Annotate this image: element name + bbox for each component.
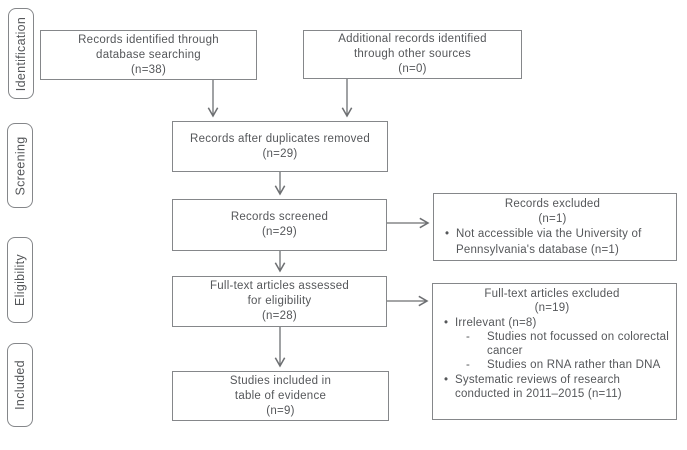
stage-label-text: Eligibility xyxy=(13,254,27,306)
bullet-marker: • xyxy=(444,373,449,386)
stage-label-eligibility: Eligibility xyxy=(7,237,33,323)
stage-label-identification: Identification xyxy=(8,8,34,99)
bullet-text: Systematic reviews of research conducted… xyxy=(455,373,622,401)
box-records-screened: Records screened (n=29) xyxy=(172,199,387,251)
dash-marker: - xyxy=(466,330,471,343)
fulltext-excluded-item: • Systematic reviews of research conduct… xyxy=(433,373,671,402)
records-excluded-title: Records excluded (n=1) xyxy=(504,198,601,226)
stage-label-text: Included xyxy=(13,360,28,410)
stage-label-screening: Screening xyxy=(7,123,33,208)
bullet-text: Not accessible via the University of Pen… xyxy=(456,228,642,256)
box-records-identified: Records identified through database sear… xyxy=(40,30,257,80)
stage-label-text: Screening xyxy=(13,136,27,195)
bullet-marker: • xyxy=(445,228,450,241)
fulltext-excluded-subitem: - Studies not focussed on colorectal can… xyxy=(433,330,671,359)
bullet-text: Studies on RNA rather than DNA xyxy=(487,359,661,372)
box-fulltext-assessed: Full-text articles assessed for eligibil… xyxy=(172,276,387,327)
bullet-text: Irrelevant (n=8) xyxy=(455,316,537,329)
fulltext-excluded-subitem: - Studies on RNA rather than DNA xyxy=(433,358,671,372)
box-records-excluded: Records excluded (n=1) • Not accessible … xyxy=(433,193,677,261)
stage-label-text: Identification xyxy=(14,16,29,91)
box-additional-records: Additional records identified through ot… xyxy=(303,30,522,79)
box-studies-included: Studies included in table of evidence (n… xyxy=(172,371,389,421)
bullet-marker: • xyxy=(444,316,449,329)
fulltext-excluded-title: Full-text articles excluded (n=19) xyxy=(484,288,620,315)
stage-label-included: Included xyxy=(7,343,33,427)
bullet-text: Studies not focussed on colorectal cance… xyxy=(487,330,669,358)
fulltext-excluded-item: • Irrelevant (n=8) xyxy=(433,316,671,330)
box-fulltext-excluded: Full-text articles excluded (n=19) • Irr… xyxy=(432,283,677,420)
records-excluded-bullet: • Not accessible via the University of P… xyxy=(434,227,671,257)
dash-marker: - xyxy=(466,359,471,372)
box-duplicates-removed: Records after duplicates removed (n=29) xyxy=(172,121,388,172)
